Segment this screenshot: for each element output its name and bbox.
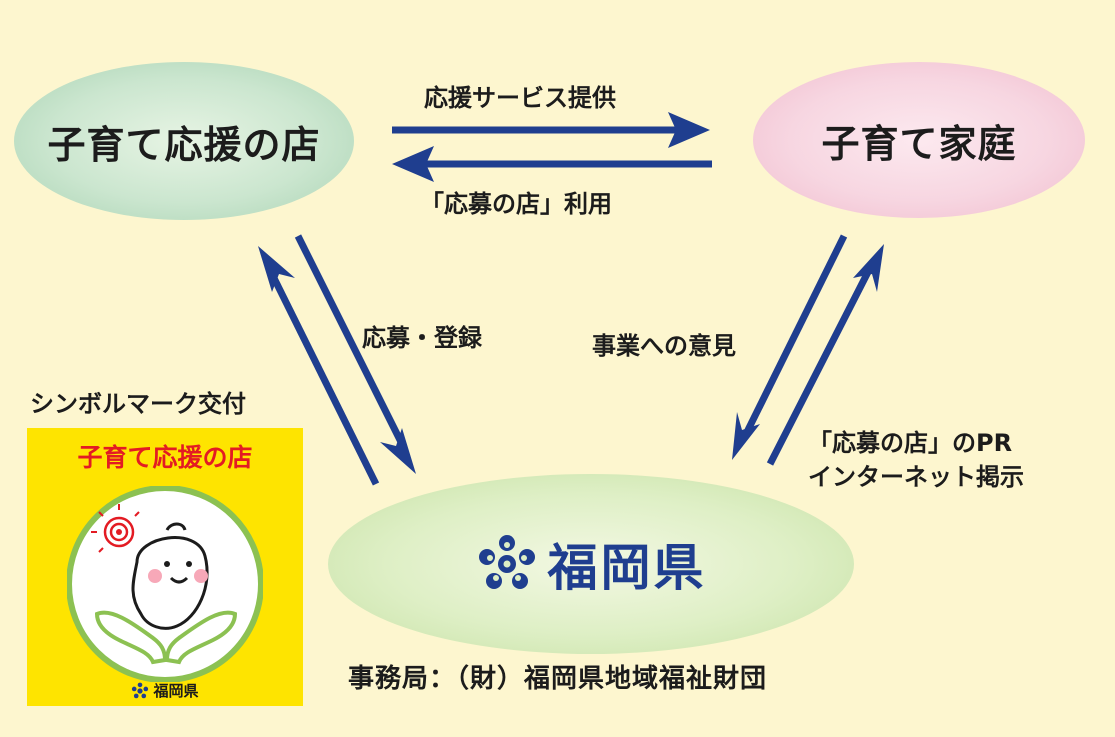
symbol-mark-title: 子育て応援の店 [77,443,253,472]
symbol-mark: 子育て応援の店 [27,428,303,706]
label-opinion: 事業への意見 [592,332,736,360]
node-prefecture-label: 福岡県 [547,539,707,597]
office-text: 事務局：（財）福岡県地域福祉財団 [348,664,768,694]
node-family: 子育て家庭 [753,62,1085,218]
arrow-pr [766,244,884,466]
fukuoka-emblem-small-icon [132,682,149,698]
label-pr-line1: 「応募の店」のPR [808,429,1013,457]
symbol-mark-footer: 福岡県 [27,680,303,701]
arrow-opinion [732,234,848,460]
label-service: 応援サービス提供 [424,84,616,112]
node-prefecture: 福岡県 [328,474,854,654]
arrow-apply [294,234,416,474]
label-symbol: シンボルマーク交付 [30,390,246,418]
symbol-mark-footer-label: 福岡県 [153,682,199,700]
label-pr: 「応募の店」のPR インターネット掲示 [808,426,1024,494]
arrow-service [392,112,710,148]
label-pr-line2: インターネット掲示 [808,463,1024,491]
baby-mascot-icon [67,486,263,682]
arrow-symbol-issue [258,246,380,486]
fukuoka-emblem-icon [478,535,535,589]
label-use: 「応募の店」利用 [420,190,612,218]
node-shop: 子育て応援の店 [14,62,354,220]
node-family-label: 子育て家庭 [821,121,1017,166]
hands-icon [94,610,238,665]
node-shop-label: 子育て応援の店 [47,122,321,167]
arrow-use [392,146,712,182]
label-apply: 応募・登録 [362,324,482,352]
